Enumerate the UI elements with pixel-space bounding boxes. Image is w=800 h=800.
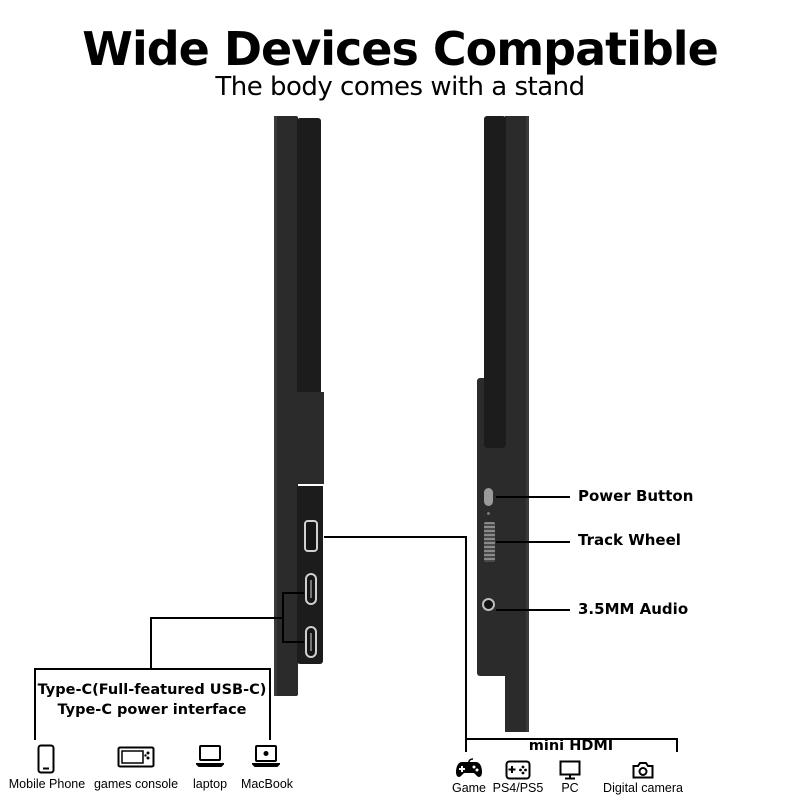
device-label-mobile: Mobile Phone: [8, 777, 86, 791]
pc-monitor-icon: [559, 760, 581, 785]
hdmi-label-pc: PC: [561, 781, 579, 795]
typec-line2: Type-C power interface: [57, 702, 247, 718]
typec-line1: Type-C(Full-featured USB-C): [37, 682, 267, 698]
ps-controller-icon: [505, 760, 531, 785]
typec-description: Type-C(Full-featured USB-C) Type-C power…: [34, 680, 270, 720]
track-wheel: [484, 522, 495, 562]
hdmi-title: mini HDMI: [528, 738, 614, 754]
usb-c-port-2: [305, 626, 317, 658]
hdmi-label-camera: Digital camera: [603, 781, 683, 795]
device-label-console: games console: [93, 777, 179, 791]
power-button: [484, 488, 493, 506]
power-button-label: Power Button: [578, 487, 694, 505]
mini-hdmi-port: [304, 520, 318, 552]
audio-label: 3.5MM Audio: [578, 600, 689, 618]
macbook-icon: [250, 744, 282, 773]
laptop-icon: [194, 744, 226, 773]
hdmi-label-game: Game: [451, 781, 487, 795]
gamepad-icon: [455, 758, 483, 785]
game-console-icon: [117, 746, 155, 773]
page-title: Wide Devices Compatible: [82, 22, 719, 76]
mobile-phone-icon: [37, 744, 55, 779]
audio-jack: [482, 598, 495, 611]
device-label-laptop: laptop: [192, 777, 228, 791]
hdmi-label-ps: PS4/PS5: [492, 781, 544, 795]
page-subtitle: The body comes with a stand: [215, 72, 585, 102]
camera-icon: [632, 761, 654, 784]
usb-c-port-1: [305, 573, 317, 605]
track-wheel-label: Track Wheel: [578, 531, 681, 549]
indicator-dot: [487, 512, 490, 515]
device-label-macbook: MacBook: [240, 777, 294, 791]
